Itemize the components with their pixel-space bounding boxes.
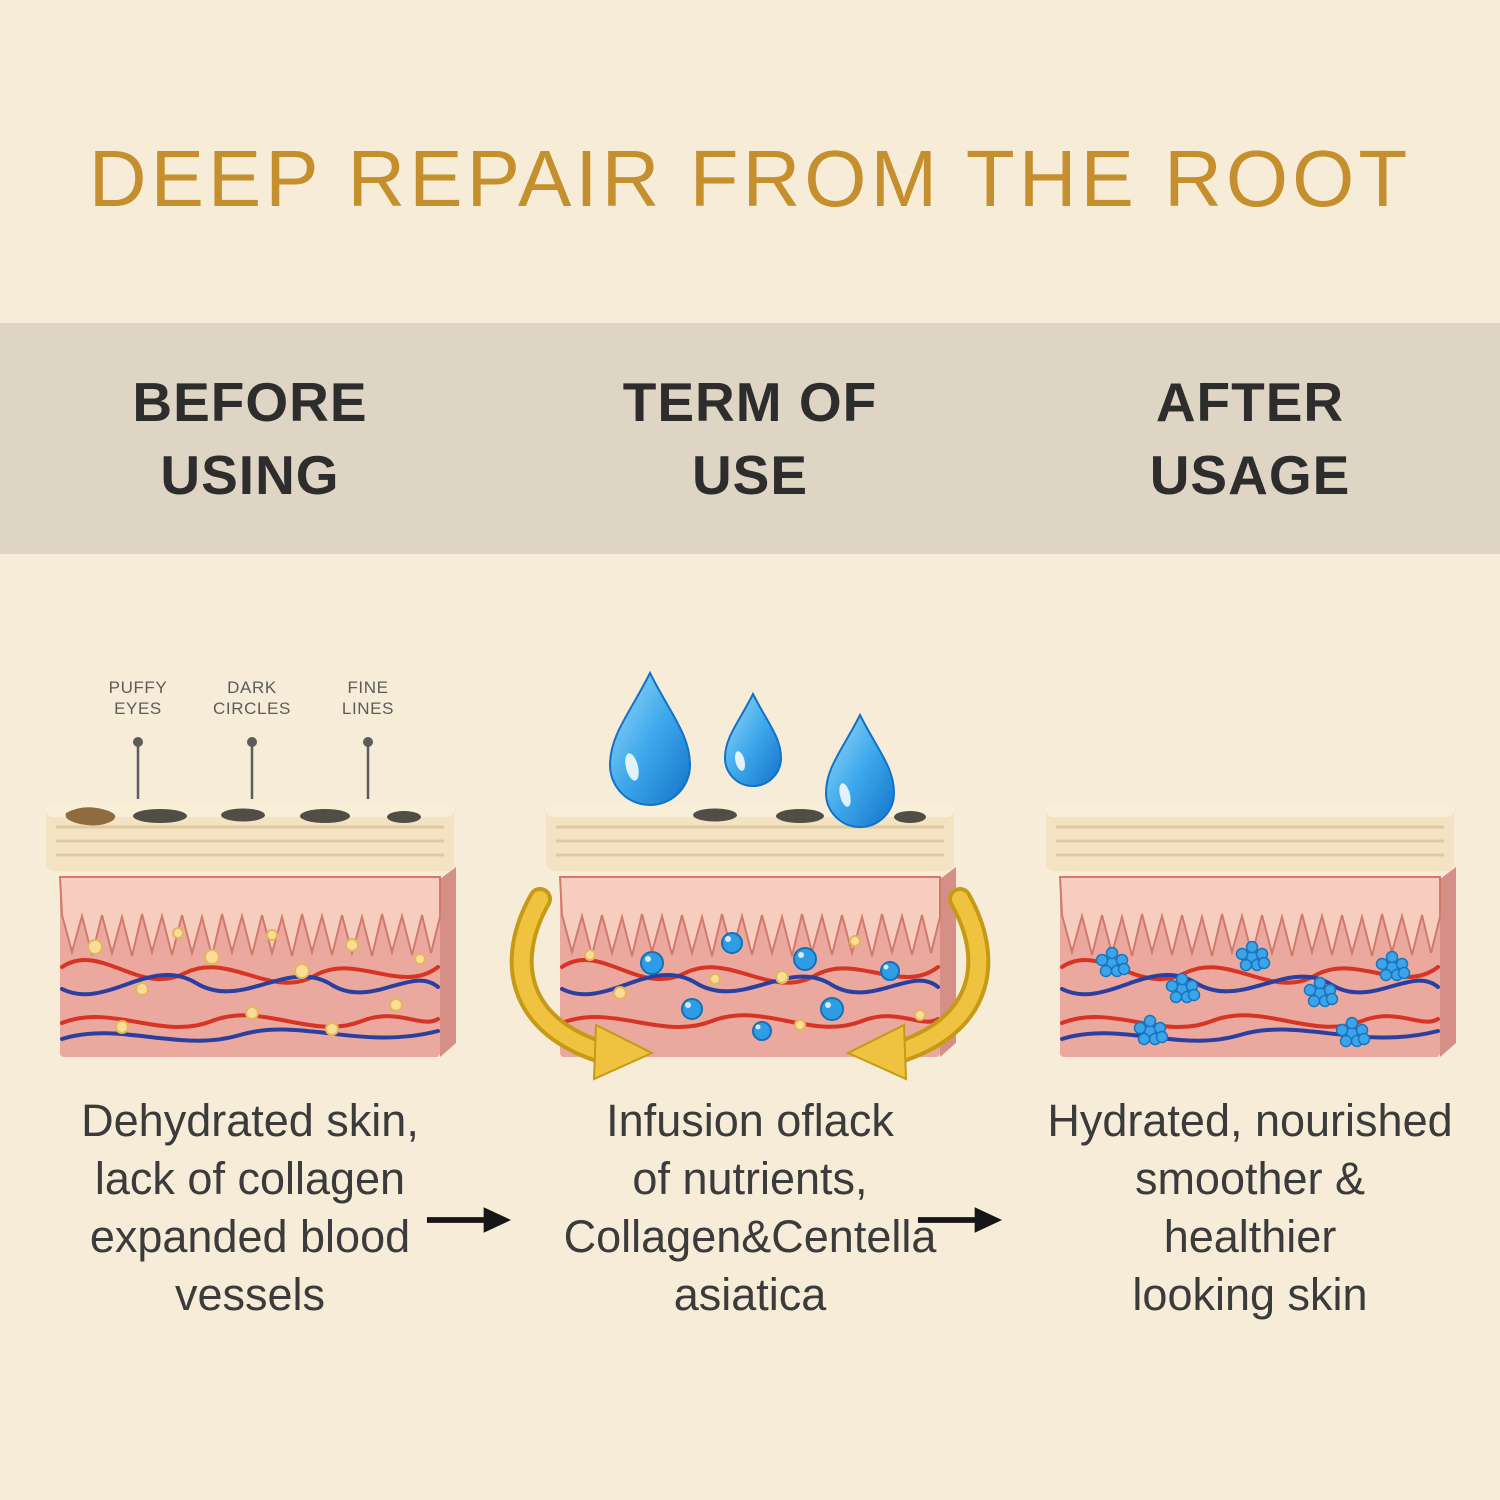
annotation-pin-icons bbox=[133, 737, 373, 799]
age-spot bbox=[65, 807, 116, 826]
description-before: Dehydrated skin, lack of collagen expand… bbox=[0, 1092, 500, 1324]
description-line: smoother & bbox=[1134, 1153, 1366, 1204]
description-line: lack of collagen bbox=[94, 1153, 406, 1204]
page-title: DEEP REPAIR FROM THE ROOT bbox=[88, 134, 1412, 223]
label-dark-circles: DARK CIRCLES bbox=[213, 678, 291, 718]
header-band: BEFORE USING TERM OF USE AFTER USAGE bbox=[0, 323, 1500, 554]
dark-circle-spots bbox=[133, 808, 421, 823]
dark-circle-spots bbox=[693, 808, 926, 823]
epidermis-layer bbox=[1046, 803, 1454, 871]
gold-arrow-left-icon bbox=[509, 887, 655, 1081]
header-term-line2: USE bbox=[691, 443, 809, 506]
header-before-line2: USING bbox=[160, 443, 340, 506]
description-line: Infusion oflack bbox=[606, 1095, 894, 1146]
nutrient-dots bbox=[584, 935, 926, 1031]
header-term: TERM OF USE bbox=[500, 323, 1000, 554]
dermis-layer bbox=[58, 867, 456, 1057]
dermis-layer bbox=[558, 867, 956, 1057]
gold-arrow-right-icon bbox=[845, 887, 991, 1081]
descriptions-row: Dehydrated skin, lack of collagen expand… bbox=[0, 1092, 1500, 1324]
description-line: Collagen&Centella bbox=[563, 1211, 937, 1262]
header-after-line1: AFTER bbox=[1155, 370, 1345, 433]
dermis-layer bbox=[1058, 867, 1456, 1057]
figure-term bbox=[500, 615, 1000, 1085]
blood-vessels bbox=[560, 958, 940, 1030]
description-line: looking skin bbox=[1132, 1269, 1368, 1320]
description-after: Hydrated, nourished smoother & healthier… bbox=[1000, 1092, 1500, 1324]
epidermis-layer bbox=[46, 803, 454, 871]
header-before: BEFORE USING bbox=[0, 323, 500, 554]
label-puffy-eyes: PUFFY EYES bbox=[108, 678, 168, 718]
header-after-line2: USAGE bbox=[1149, 443, 1351, 506]
description-line: of nutrients, bbox=[632, 1153, 868, 1204]
header-before-line1: BEFORE bbox=[132, 370, 368, 433]
flow-arrow-icon bbox=[426, 1207, 512, 1233]
hydration-bubbles bbox=[640, 932, 900, 1041]
skin-diagram-term bbox=[509, 670, 991, 1081]
figure-after bbox=[1000, 615, 1500, 1085]
blood-vessels bbox=[60, 958, 440, 1043]
water-drop-icons bbox=[608, 670, 896, 828]
description-line: healthier bbox=[1163, 1211, 1337, 1262]
description-line: Dehydrated skin, bbox=[81, 1095, 419, 1146]
skin-diagram-after bbox=[1046, 803, 1456, 1057]
skin-diagram-before bbox=[46, 737, 456, 1057]
description-line: expanded blood bbox=[89, 1211, 411, 1262]
figures-row: PUFFY EYES DARK CIRCLES FINE LINES bbox=[0, 615, 1500, 1085]
label-fine-lines: FINE LINES bbox=[341, 678, 395, 718]
header-term-line1: TERM OF bbox=[622, 370, 878, 433]
collagen-dots bbox=[87, 927, 426, 1036]
header-after: AFTER USAGE bbox=[1000, 323, 1500, 554]
description-line: Hydrated, nourished bbox=[1047, 1095, 1453, 1146]
description-term: Infusion oflack of nutrients, Collagen&C… bbox=[500, 1092, 1000, 1324]
description-line: asiatica bbox=[673, 1269, 827, 1320]
epidermis-layer bbox=[546, 803, 954, 871]
flow-arrow-icon bbox=[917, 1207, 1003, 1233]
description-line: vessels bbox=[174, 1269, 326, 1320]
figure-before: PUFFY EYES DARK CIRCLES FINE LINES bbox=[0, 615, 500, 1085]
